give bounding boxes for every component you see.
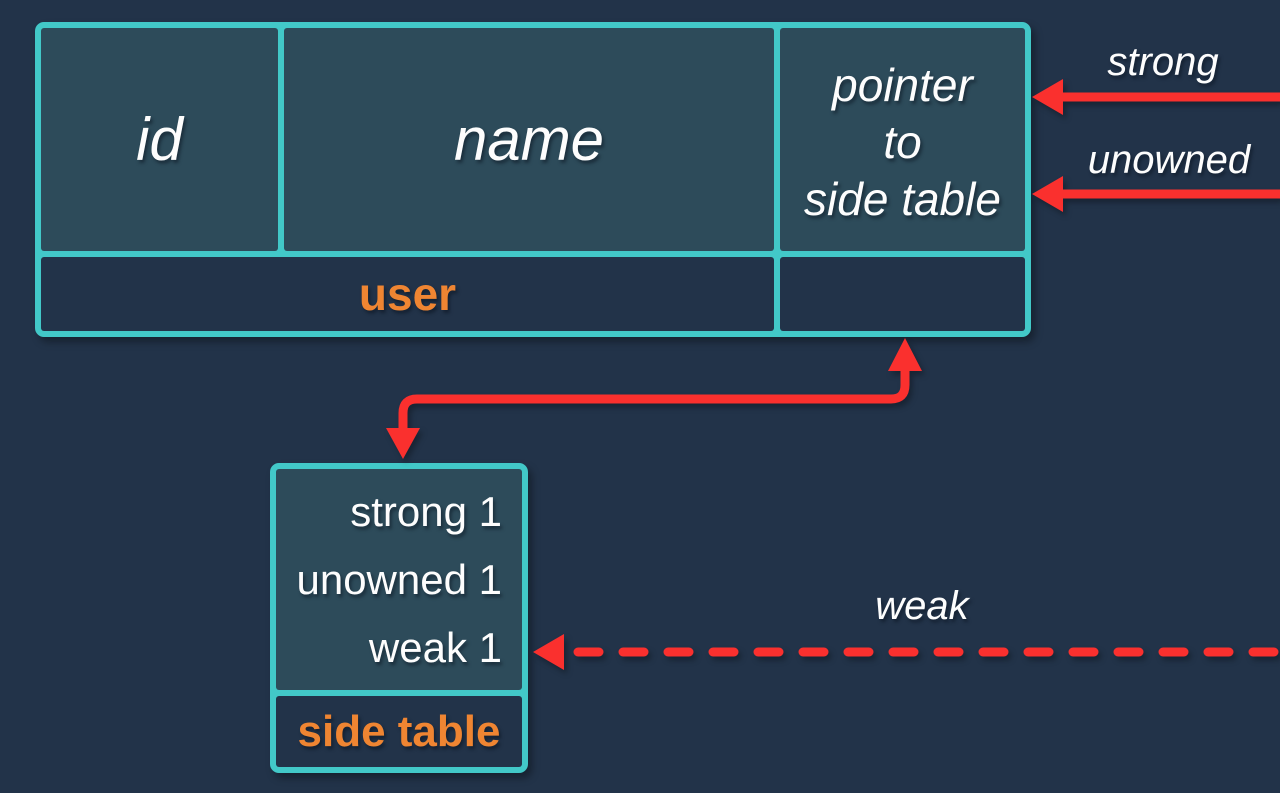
- pointer-label-line-1: pointer: [832, 59, 973, 111]
- side-table-weak-count: weak 1: [368, 623, 502, 671]
- user-table-cell-pointer: pointer to side table: [780, 28, 1025, 251]
- side-table-caption: side table: [297, 706, 501, 756]
- pointer-label-line-3: side table: [804, 173, 1001, 225]
- id-column-label: id: [136, 106, 183, 173]
- user-table-caption-cell: user: [41, 257, 774, 331]
- pointer-label-line-2: to: [883, 116, 922, 168]
- user-table-cell-id: id: [41, 28, 278, 251]
- user-table: id name pointer to side table user: [35, 22, 1031, 337]
- side-table-values-cell: strong 1 unowned 1 weak 1: [276, 469, 522, 690]
- user-table-cell-name: name: [284, 28, 774, 251]
- unowned-arrow-label: unowned: [1087, 138, 1251, 182]
- user-table-caption: user: [358, 268, 457, 320]
- side-table-caption-cell: side table: [276, 696, 522, 767]
- name-column-label: name: [453, 106, 605, 173]
- side-table-strong-count: strong 1: [350, 487, 502, 535]
- unowned-arrow: [1032, 176, 1280, 212]
- strong-arrow-label: strong: [1107, 40, 1219, 84]
- weak-arrow: [533, 634, 1280, 670]
- user-table-pointer-slot-cell: [780, 257, 1025, 331]
- weak-arrow-label: weak: [875, 584, 969, 628]
- pointer-to-side-table-arrow: [386, 338, 922, 459]
- strong-arrow: [1032, 79, 1280, 115]
- side-table: strong 1 unowned 1 weak 1 side table: [270, 463, 528, 773]
- side-table-unowned-count: unowned 1: [296, 555, 502, 603]
